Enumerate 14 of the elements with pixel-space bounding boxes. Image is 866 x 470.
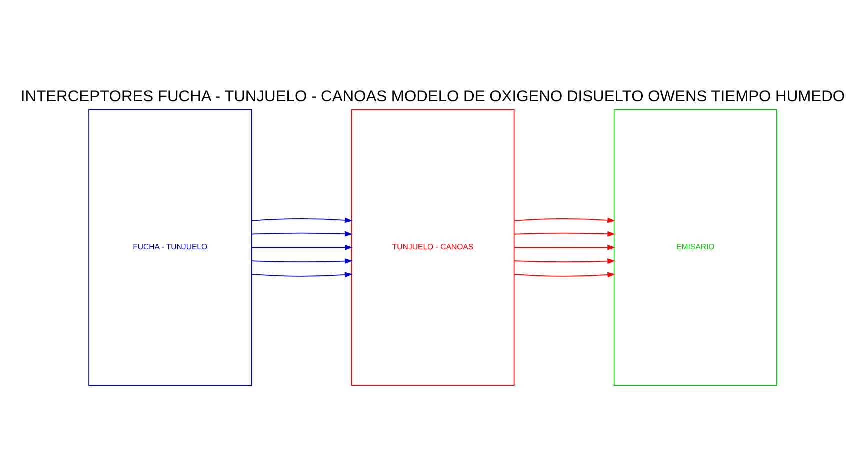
arrow — [514, 230, 616, 236]
arrow — [514, 217, 616, 223]
arrow — [252, 244, 353, 250]
arrow — [252, 230, 353, 236]
arrow — [514, 258, 616, 264]
arrow — [514, 244, 616, 250]
node-box: TUNJUELO - CANOAS — [351, 108, 515, 386]
arrow — [252, 272, 353, 278]
arrow — [252, 217, 353, 223]
arrow — [514, 272, 616, 278]
node-box: EMISARIO — [614, 108, 778, 386]
node-box: FUCHA - TUNJUELO — [88, 108, 252, 386]
arrow — [252, 258, 353, 264]
diagram-title: INTERCEPTORES FUCHA - TUNJUELO - CANOAS MODELO DE OXIGENO DISUELTO OWENS TIEMPO HUMEDO — [20, 88, 846, 105]
